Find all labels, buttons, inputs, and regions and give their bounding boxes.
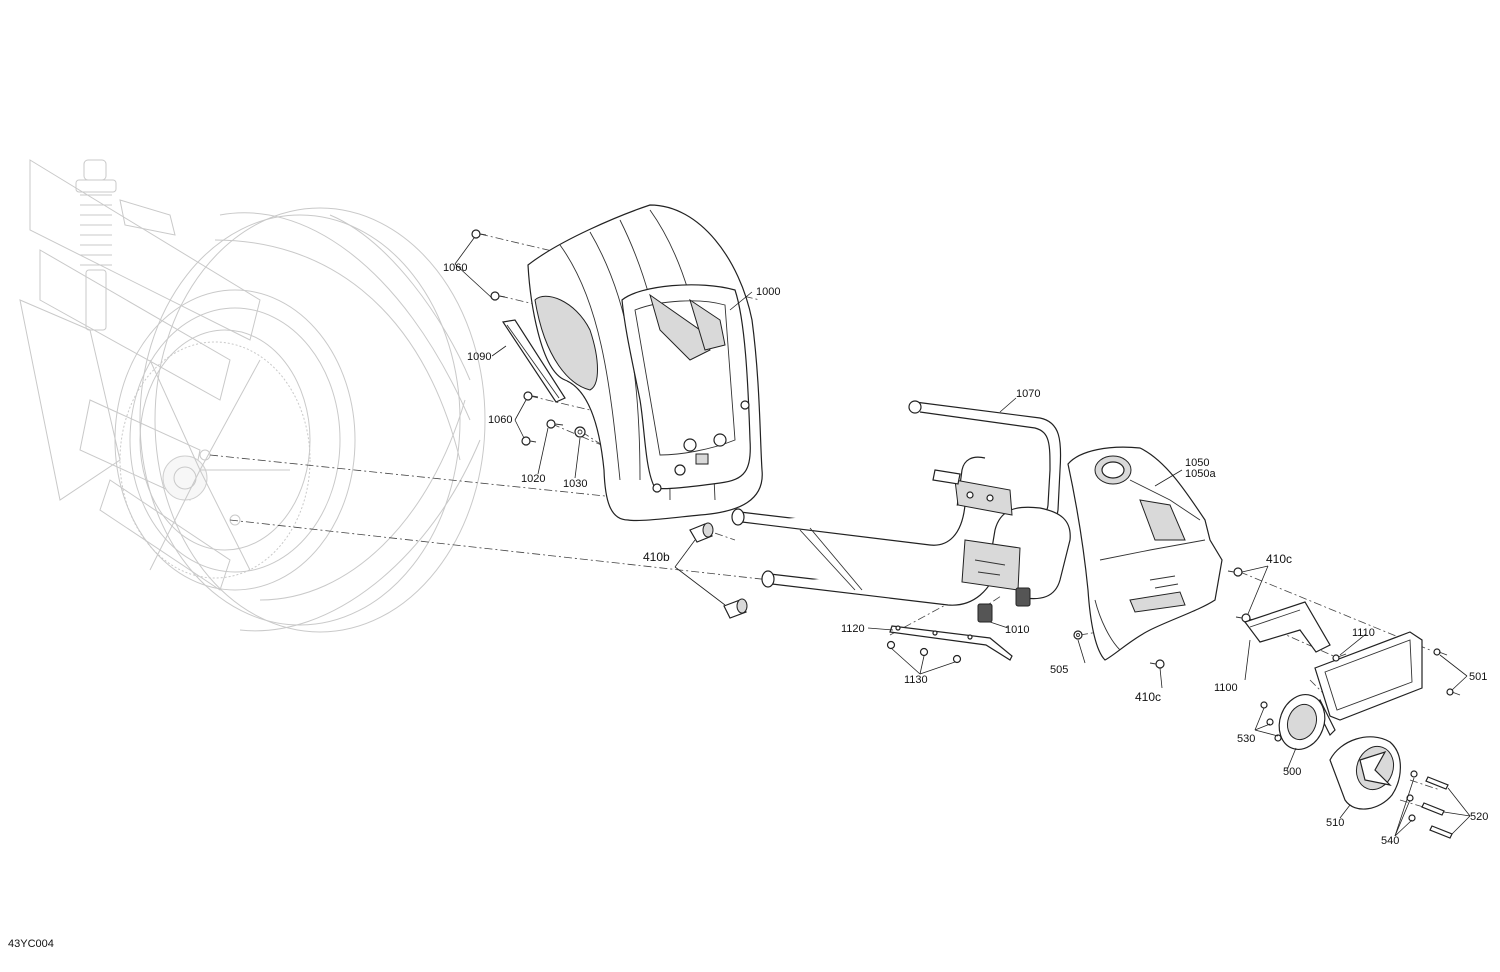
reflector-1090 [501, 319, 566, 403]
callout-1130: 1130 [904, 674, 928, 686]
callout-520: 520 [1470, 811, 1488, 823]
callout-1060-upper: 1060 [443, 262, 467, 274]
callout-1010: 1010 [1005, 624, 1029, 636]
callout-540: 540 [1381, 835, 1399, 847]
callout-501: 501 [1469, 671, 1487, 683]
fasteners-fender [471, 229, 586, 446]
callout-410c-upper: 410c [1266, 552, 1292, 566]
screws-1130 [886, 640, 962, 664]
callout-1050: 1050 [1185, 457, 1209, 469]
bolts-410b [689, 522, 748, 619]
rear-cover-1050 [1067, 446, 1223, 661]
drawing-code: 43YC004 [8, 938, 54, 950]
callout-1050a: 1050a [1185, 468, 1216, 480]
callout-530: 530 [1237, 733, 1255, 745]
clips-1010 [977, 587, 1031, 623]
light-housing-510 [1329, 736, 1401, 810]
callout-1120: 1120 [841, 623, 865, 635]
callout-1000: 1000 [756, 286, 780, 298]
screws-520-540 [1406, 770, 1453, 839]
gasket-500 [1260, 694, 1326, 750]
lower-bracket-1120 [889, 625, 1013, 661]
callout-510: 510 [1326, 817, 1344, 829]
callout-1020: 1020 [521, 473, 545, 485]
callout-1110: 1110 [1352, 627, 1375, 639]
callout-labels: 1060 1000 1090 1060 1020 1030 410b 1070 … [443, 262, 1488, 847]
callout-505: 505 [1050, 664, 1068, 676]
callout-1090: 1090 [467, 351, 491, 363]
plate-bracket-1100 [1244, 601, 1331, 653]
callout-410c-lower: 410c [1135, 690, 1161, 704]
plate-frame-1110 [1314, 631, 1461, 737]
callout-1060-lower: 1060 [488, 414, 512, 426]
callout-500: 500 [1283, 766, 1301, 778]
callout-1070: 1070 [1016, 388, 1040, 400]
callout-1100: 1100 [1214, 682, 1238, 694]
tube-frame-1070 [731, 400, 1071, 606]
callout-410b: 410b [643, 550, 670, 564]
rear-fender-1000 [527, 204, 763, 522]
ghost-rear-assembly [19, 159, 486, 633]
callout-1030: 1030 [563, 478, 587, 490]
leader-lines [454, 237, 1471, 837]
